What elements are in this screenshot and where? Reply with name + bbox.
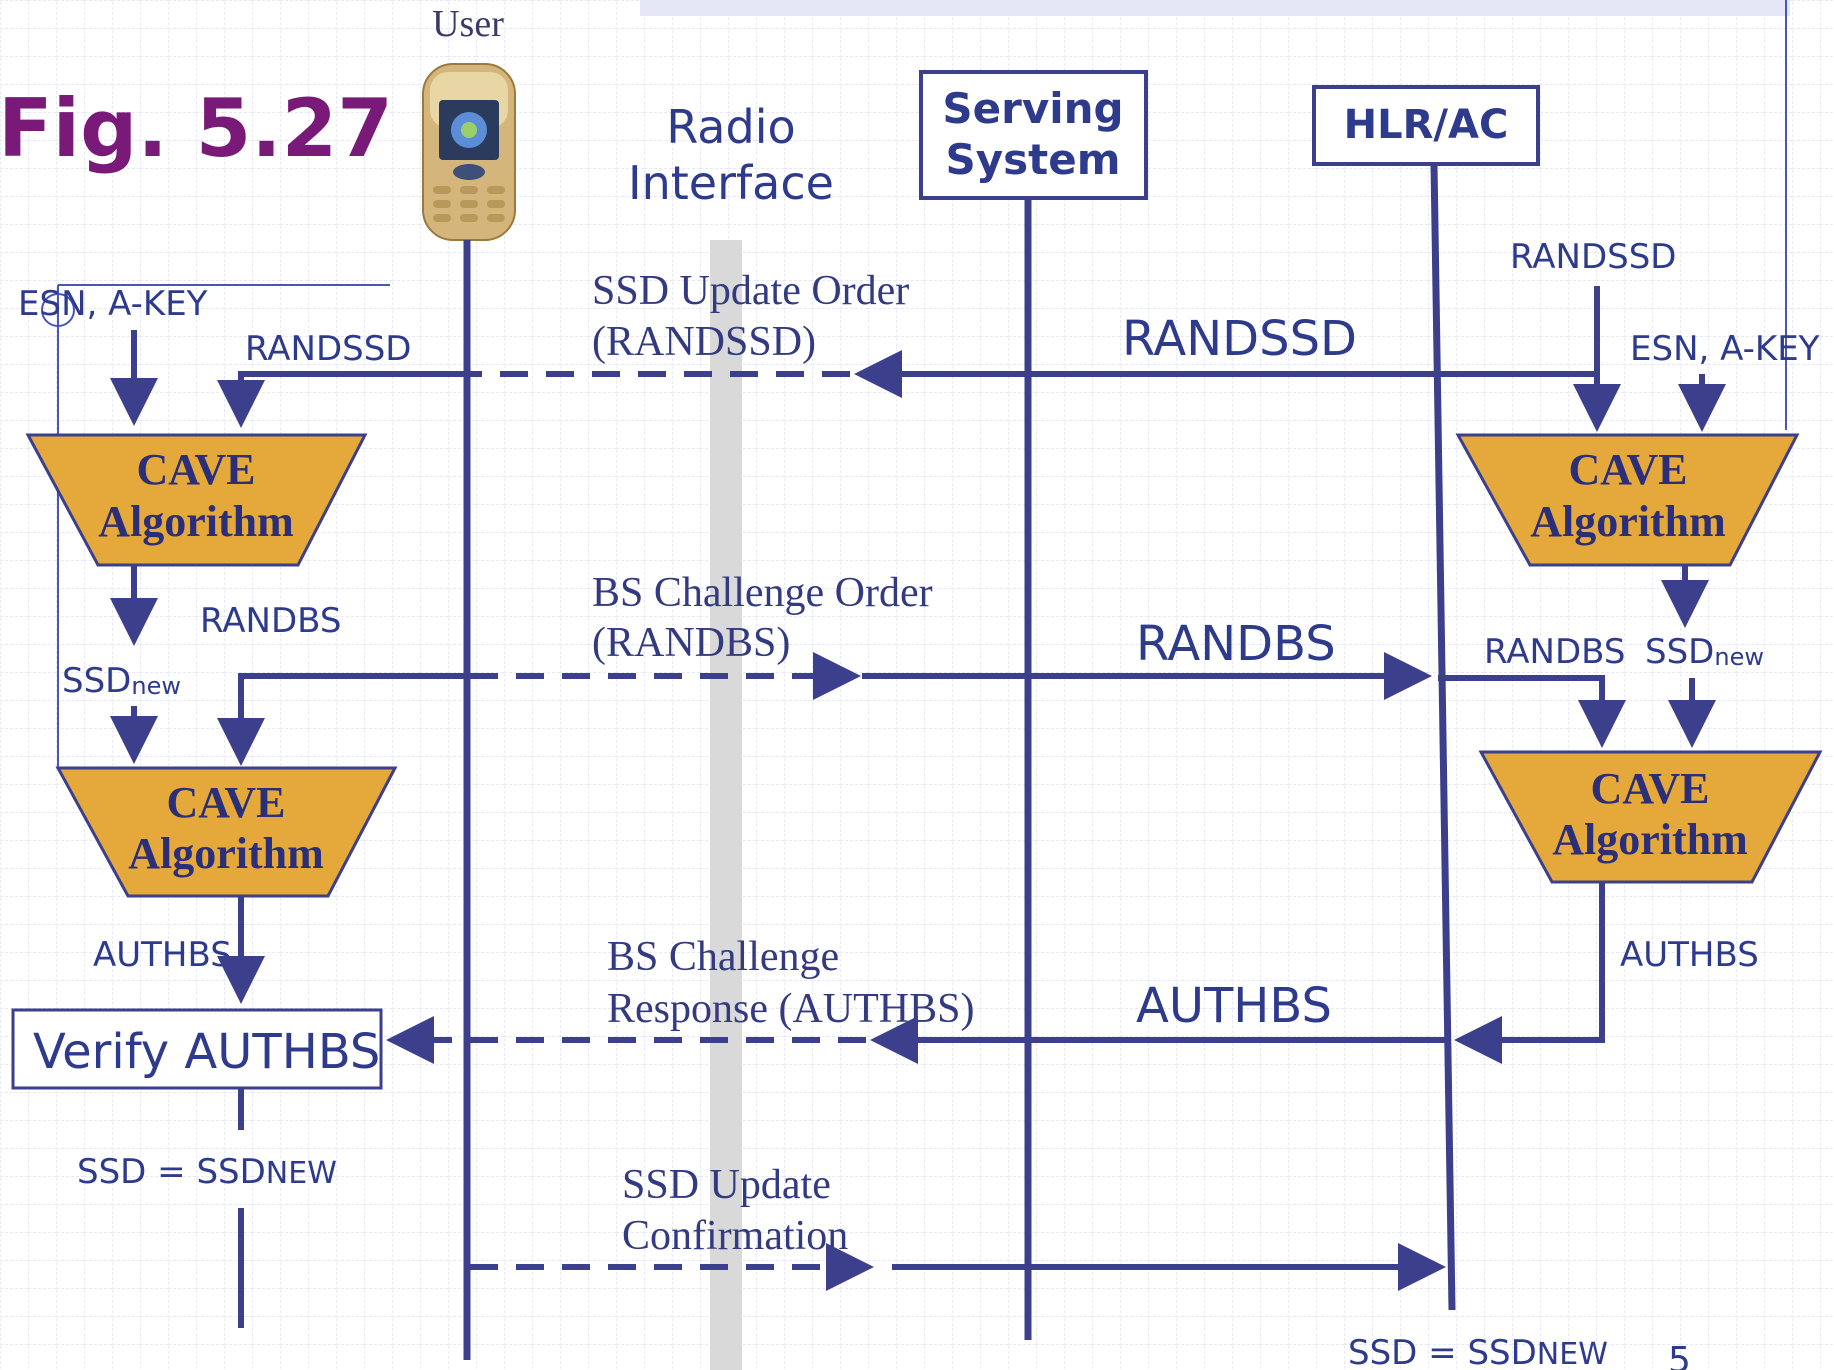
cave-label-line1: CAVE [1568, 445, 1687, 494]
serving-system-label-line2: System [946, 135, 1121, 184]
right-authbs-label: AUTHBS [1620, 935, 1759, 975]
cave-label-line1: CAVE [166, 778, 285, 827]
hlr-ac-box: HLR/AC [1314, 87, 1538, 164]
cave-label-line2: Algorithm [1530, 497, 1726, 546]
verify-authbs-box: Verify AUTHBS [13, 1010, 381, 1088]
right-randssd-label: RANDSSD [1510, 237, 1676, 277]
left-randbs-label: RANDBS [200, 601, 341, 641]
cave-label-line1: CAVE [136, 445, 255, 494]
serving-system-box: Serving System [921, 72, 1146, 198]
right-esn-akey-label: ESN, A-KEY [1630, 329, 1820, 369]
msg-ssd-update-confirmation-line1: SSD Update [622, 1162, 831, 1208]
msg-randssd-net-label: RANDSSD [1122, 311, 1357, 367]
msg-ssd-update-confirmation-line2: Confirmation [622, 1213, 848, 1259]
left-authbs-label: AUTHBS [93, 935, 232, 975]
hlr-ac-label: HLR/AC [1344, 102, 1509, 148]
msg-randbs-net-label: RANDBS [1136, 616, 1336, 672]
msg-bs-challenge-response-line1: BS Challenge [607, 934, 839, 980]
serving-system-label-line1: Serving [942, 84, 1123, 133]
msg-authbs-net-label: AUTHBS [1136, 978, 1332, 1034]
msg-bs-challenge-order-line2: (RANDBS) [592, 620, 790, 666]
cave-label-line2: Algorithm [98, 497, 294, 546]
bottom-ssd-eq-label: SSD = SSDNEW [1348, 1333, 1608, 1370]
mobile-phone-icon [423, 64, 515, 240]
msg-bs-challenge-response-line2: Response (AUTHBS) [607, 986, 974, 1032]
cave-label-line2: Algorithm [128, 829, 324, 878]
left-ssd-eq-label: SSD = SSDNEW [77, 1152, 337, 1192]
verify-authbs-label: Verify AUTHBS [33, 1024, 380, 1080]
left-randssd-label: RANDSSD [245, 329, 411, 369]
radio-interface-label-line2: Interface [628, 156, 834, 210]
figure-title: Fig. 5.27 [0, 82, 393, 175]
user-label: User [432, 3, 504, 45]
cave-label-line2: Algorithm [1552, 815, 1748, 864]
left-esn-akey-label: ESN, A-KEY [18, 284, 208, 324]
cave-label-line1: CAVE [1590, 764, 1709, 813]
right-randbs-label: RANDBS [1484, 632, 1625, 672]
msg-bs-challenge-order-line1: BS Challenge Order [592, 570, 933, 616]
msg-ssd-update-order-line1: SSD Update Order [592, 268, 909, 314]
radio-interface-label-line1: Radio [666, 100, 795, 154]
msg-ssd-update-order-line2: (RANDSSD) [592, 319, 816, 365]
header-strip [640, 0, 1790, 16]
slide-number: 5 [1668, 1340, 1691, 1370]
